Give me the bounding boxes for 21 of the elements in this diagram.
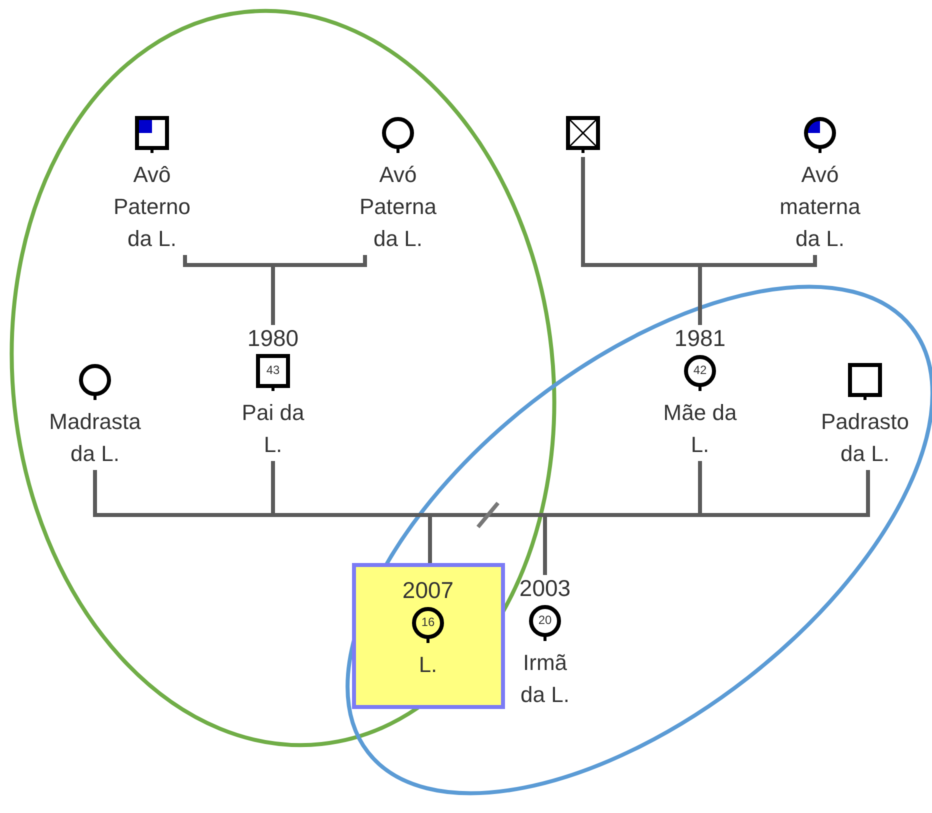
birth-year: 1981	[674, 325, 726, 351]
name-label: Madrasta da L.	[48, 408, 142, 468]
highlight-box	[352, 563, 504, 709]
relationship-line	[93, 459, 870, 577]
name-label: Irmã da L.	[520, 649, 570, 709]
name-label: L.	[418, 651, 438, 679]
age-label: 16	[420, 614, 436, 631]
relationship-line	[581, 155, 817, 327]
birth-year: 2003	[519, 575, 571, 601]
name-label: Padrasto da L.	[820, 408, 910, 468]
birth-year: 2007	[402, 577, 454, 603]
age-label: 42	[692, 362, 708, 379]
age-label: 43	[265, 362, 281, 379]
relationship-line	[183, 253, 367, 327]
name-label: Avó materna da L.	[778, 161, 862, 253]
age-label: 20	[537, 612, 553, 629]
name-label: Mãe da L.	[662, 399, 738, 459]
name-label: Pai da L.	[240, 399, 306, 459]
name-label: Avô Paterno da L.	[112, 161, 192, 253]
name-label: Avó Paterna da L.	[358, 161, 438, 253]
birth-year: 1980	[247, 325, 299, 351]
